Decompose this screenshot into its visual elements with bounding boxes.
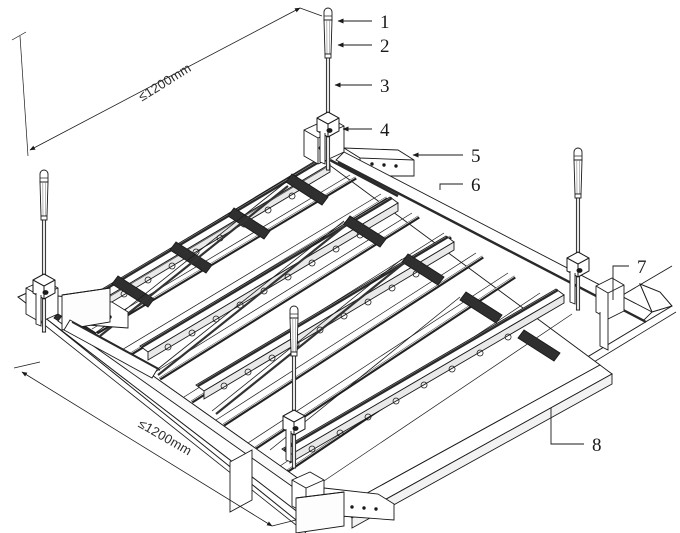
- dimension-lines: [11, 7, 323, 527]
- leader-8: [550, 408, 584, 445]
- callout-label-4: 4: [380, 120, 390, 141]
- callout-label-2: 2: [380, 36, 390, 57]
- callout-label-6: 6: [471, 175, 481, 196]
- callout-label-8: 8: [592, 435, 602, 456]
- cross-member-bars: [53, 173, 561, 451]
- callout-leaders: [334, 18, 629, 445]
- callout-label-5: 5: [471, 146, 481, 167]
- leader-6: [439, 183, 463, 190]
- callout-label-7: 7: [637, 257, 647, 278]
- callout-label-1: 1: [380, 12, 390, 33]
- callout-numbers: 1 2 3 4 5 6 7 8: [380, 12, 647, 456]
- callout-label-3: 3: [380, 76, 390, 97]
- leader-7: [612, 265, 629, 300]
- ceiling-panel-field: [63, 157, 601, 509]
- dimension-upper-left-label: ≤1200mm: [136, 60, 194, 104]
